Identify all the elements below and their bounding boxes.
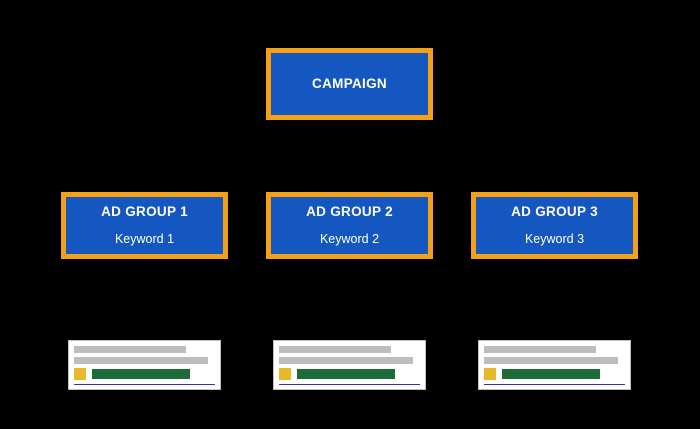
ad-headline-row (279, 346, 420, 353)
ad-preview-card-2[interactable] (273, 340, 426, 390)
ad-badge-icon (74, 368, 86, 380)
ad-url-row (74, 368, 215, 380)
ad-description-bar (484, 357, 618, 364)
campaign-node[interactable]: CAMPAIGN (266, 48, 433, 120)
ad-group-node-2[interactable]: AD GROUP 2 Keyword 2 (266, 192, 433, 259)
campaign-label: CAMPAIGN (312, 75, 387, 91)
ad-description-row (74, 357, 215, 364)
ad-group-title: AD GROUP 1 (101, 204, 188, 220)
ad-description-bar (279, 357, 413, 364)
ad-group-title: AD GROUP 2 (306, 204, 393, 220)
ad-group-title: AD GROUP 3 (511, 204, 598, 220)
ad-group-node-3[interactable]: AD GROUP 3 Keyword 3 (471, 192, 638, 259)
ad-headline-bar (484, 346, 596, 353)
ad-description-bar (74, 357, 208, 364)
ad-description-row (279, 357, 420, 364)
ad-preview-card-1[interactable] (68, 340, 221, 390)
ad-badge-icon (484, 368, 496, 380)
ad-group-keyword: Keyword 2 (319, 231, 380, 246)
ad-url-bar (297, 369, 395, 379)
ad-group-keyword: Keyword 1 (114, 231, 175, 246)
ad-headline-row (484, 346, 625, 353)
ad-group-node-1[interactable]: AD GROUP 1 Keyword 1 (61, 192, 228, 259)
ad-headline-bar (74, 346, 186, 353)
ad-url-bar (502, 369, 600, 379)
ad-url-bar (92, 369, 190, 379)
ad-url-row (484, 368, 625, 380)
ad-url-row (279, 368, 420, 380)
ad-description-row (484, 357, 625, 364)
ad-headline-row (74, 346, 215, 353)
ad-cta-bar (279, 384, 420, 385)
ad-preview-card-3[interactable] (478, 340, 631, 390)
ad-group-keyword: Keyword 3 (524, 231, 585, 246)
ad-cta-bar (74, 384, 215, 385)
ad-cta-bar (484, 384, 625, 385)
ad-headline-bar (279, 346, 391, 353)
ad-badge-icon (279, 368, 291, 380)
